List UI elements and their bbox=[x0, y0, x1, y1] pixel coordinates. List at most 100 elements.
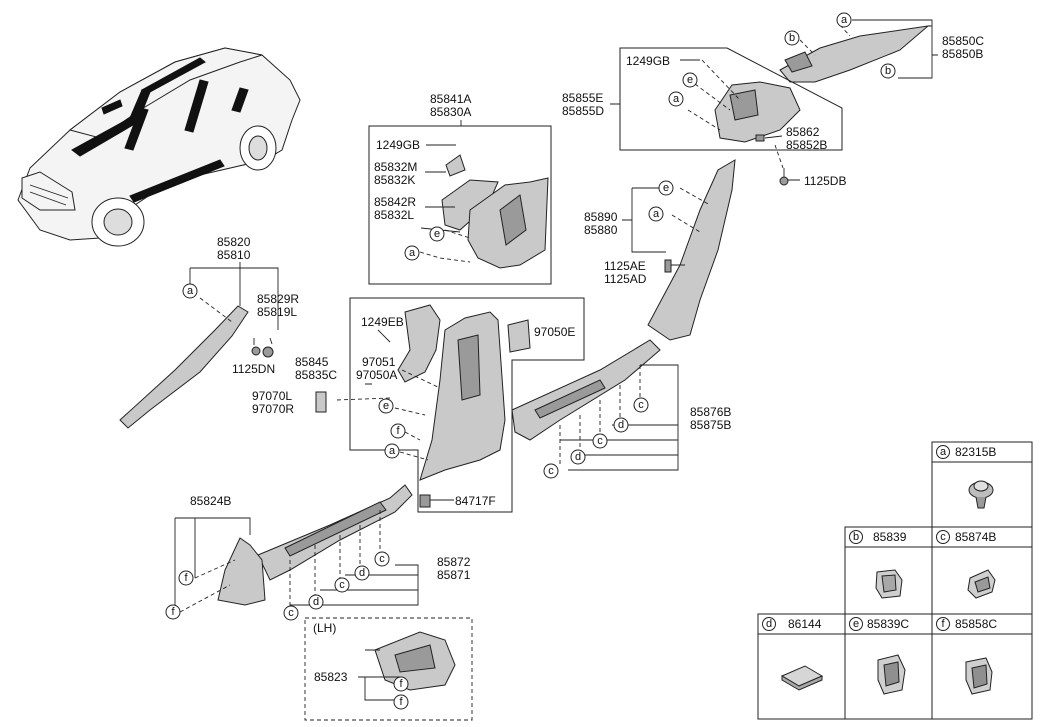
legend-cell-f: f 85858C bbox=[936, 617, 997, 695]
callout-e: e bbox=[687, 74, 693, 86]
part-number: 85850B bbox=[942, 47, 983, 61]
callout-f: f bbox=[399, 678, 403, 690]
callout-c: c bbox=[379, 553, 385, 565]
legend-part-number: 86144 bbox=[788, 617, 822, 631]
callout-f: f bbox=[171, 606, 175, 618]
part-number: 97050E bbox=[534, 325, 575, 339]
callout-c: c bbox=[597, 435, 603, 447]
part-number: 85820 bbox=[217, 235, 251, 249]
callout-c: c bbox=[548, 465, 554, 477]
part-number: 85850C bbox=[942, 34, 984, 48]
svg-text:e: e bbox=[853, 618, 859, 630]
part-number: 85829R bbox=[257, 292, 299, 306]
part-number: 85835C bbox=[295, 368, 337, 382]
pad-86144-icon bbox=[780, 665, 824, 691]
rear-door-scuff bbox=[511, 339, 679, 471]
part-number: 1249GB bbox=[626, 54, 670, 68]
clip-85839C-icon bbox=[877, 654, 906, 695]
legend-cell-e: e 85839C bbox=[849, 617, 909, 695]
callout-a: a bbox=[653, 208, 660, 220]
callout-a: a bbox=[409, 247, 416, 259]
clip-85839-icon bbox=[875, 569, 903, 599]
part-number: 85832L bbox=[374, 208, 414, 222]
callout-e: e bbox=[663, 182, 669, 194]
callout-d: d bbox=[359, 567, 365, 579]
part-number: 85852B bbox=[786, 138, 827, 152]
part-number: 85862 bbox=[786, 125, 820, 139]
vehicle-illustration bbox=[17, 47, 301, 247]
svg-text:b: b bbox=[853, 531, 859, 543]
part-number: 85810 bbox=[217, 248, 251, 262]
callout-a: a bbox=[187, 285, 194, 297]
part-number: 85823 bbox=[314, 670, 348, 684]
clip-85858C-icon bbox=[965, 657, 993, 695]
svg-text:a: a bbox=[940, 446, 947, 458]
legend-part-number: 85839C bbox=[867, 617, 909, 631]
c-pillar-trim bbox=[622, 159, 736, 341]
part-number: 97051 bbox=[362, 355, 396, 369]
part-number: 85819L bbox=[257, 305, 297, 319]
legend-cell-b: b 85839 bbox=[849, 530, 907, 599]
part-number: 85830A bbox=[430, 105, 471, 119]
part-number: 85842R bbox=[374, 195, 416, 209]
part-number: 85832K bbox=[374, 173, 415, 187]
callout-f: f bbox=[399, 696, 403, 708]
part-number: 85841A bbox=[430, 92, 471, 106]
callout-f: f bbox=[396, 425, 400, 437]
fastener-legend-table bbox=[757, 441, 1033, 720]
b-pillar-lower-group bbox=[315, 297, 585, 513]
svg-text:f: f bbox=[941, 618, 945, 630]
callout-b: b bbox=[885, 65, 891, 77]
part-number: 85855E bbox=[562, 91, 603, 105]
part-number: 1125AE bbox=[604, 259, 646, 273]
part-number: 85890 bbox=[584, 210, 618, 224]
callout-e: e bbox=[434, 228, 440, 240]
part-number: 1125AD bbox=[604, 272, 647, 286]
callout-d: d bbox=[313, 596, 319, 608]
part-number: 1125DB bbox=[804, 174, 846, 188]
clip-85874B-icon bbox=[967, 569, 996, 599]
legend-part-number: 82315B bbox=[955, 445, 996, 459]
lh-label: (LH) bbox=[313, 621, 336, 635]
callout-d: d bbox=[575, 451, 581, 463]
part-number: 97050A bbox=[356, 368, 397, 382]
part-number: 85880 bbox=[584, 223, 618, 237]
quarter-trim-group bbox=[610, 47, 843, 186]
svg-text:d: d bbox=[766, 618, 772, 630]
svg-text:c: c bbox=[940, 531, 946, 543]
rear-pillar-upper-trim bbox=[779, 19, 938, 83]
callout-a: a bbox=[841, 14, 848, 26]
a-pillar-trim bbox=[119, 262, 279, 429]
callout-c: c bbox=[638, 399, 644, 411]
callout-a: a bbox=[389, 445, 396, 457]
part-number: 1249EB bbox=[361, 315, 404, 329]
part-number: 85824B bbox=[190, 494, 231, 508]
callout-d: d bbox=[618, 419, 624, 431]
part-number: 85832M bbox=[374, 160, 417, 174]
part-number: 85855D bbox=[562, 104, 604, 118]
clip-82315B-icon bbox=[968, 480, 994, 509]
callout-a: a bbox=[673, 93, 680, 105]
part-number: 85872 bbox=[437, 555, 471, 569]
part-number: 97070R bbox=[252, 402, 294, 416]
callout-markers: a b b e a e a a e a e f a c d c d c f f … bbox=[165, 12, 896, 710]
legend-part-number: 85839 bbox=[873, 530, 907, 544]
callout-c: c bbox=[288, 607, 294, 619]
callout-e: e bbox=[383, 400, 389, 412]
b-pillar-upper-group bbox=[368, 120, 552, 285]
callout-c: c bbox=[339, 579, 345, 591]
legend-part-number: 85874B bbox=[955, 530, 996, 544]
legend-cell-d: d 86144 bbox=[762, 617, 824, 691]
legend-cell-c: c 85874B bbox=[936, 530, 996, 599]
part-number: 97070L bbox=[252, 389, 292, 403]
callout-b: b bbox=[789, 32, 795, 44]
callout-f: f bbox=[184, 572, 188, 584]
legend-part-number: 85858C bbox=[955, 617, 997, 631]
part-number: 1125DN bbox=[232, 362, 275, 376]
part-number: 1249GB bbox=[376, 138, 420, 152]
part-number: 84717F bbox=[455, 494, 496, 508]
front-door-scuff bbox=[174, 484, 419, 613]
legend-cell-a: a 82315B bbox=[936, 445, 996, 509]
part-number: 85845 bbox=[295, 355, 329, 369]
